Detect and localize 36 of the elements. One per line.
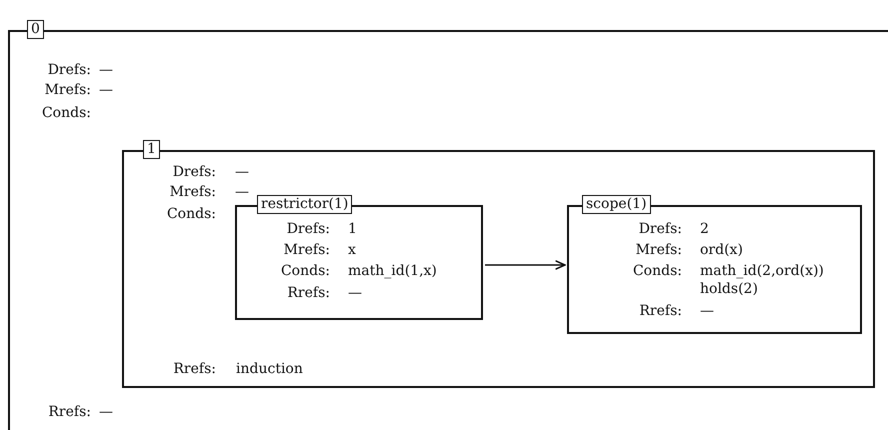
- field-name: Conds:: [166, 205, 216, 223]
- field-name: Drefs:: [46, 61, 91, 79]
- field-name: Conds:: [632, 262, 682, 280]
- field-value: ord(x): [700, 241, 743, 259]
- field-name: Drefs:: [286, 220, 330, 238]
- field-name: Mrefs:: [634, 241, 682, 259]
- field-value: —: [700, 302, 714, 320]
- field-value: —: [348, 284, 362, 302]
- field-name: Rrefs:: [286, 284, 330, 302]
- field-value: math_id(2,ord(x)): [700, 262, 824, 280]
- field-name: Mrefs:: [44, 81, 91, 99]
- box-label: 1: [143, 140, 160, 159]
- field-value: —: [99, 403, 113, 421]
- arrow: [485, 260, 566, 270]
- field-value: —: [235, 183, 249, 201]
- field-value: x: [348, 241, 356, 259]
- field-name: Conds:: [280, 262, 330, 280]
- field-name: Mrefs:: [282, 241, 330, 259]
- field-value: —: [99, 81, 113, 99]
- box-label: restrictor(1): [257, 195, 352, 214]
- box-label: 0: [27, 20, 44, 39]
- box-label: scope(1): [582, 195, 651, 214]
- field-name: Rrefs:: [172, 360, 216, 378]
- field-name: Rrefs:: [638, 302, 682, 320]
- field-value: —: [99, 61, 113, 79]
- field-name: Drefs:: [172, 163, 216, 181]
- field-value: math_id(1,x): [348, 262, 437, 280]
- field-name: Rrefs:: [47, 403, 91, 421]
- field-name: Conds:: [40, 104, 91, 122]
- field-value: 1: [348, 220, 357, 238]
- field-name: Mrefs:: [168, 183, 216, 201]
- field-name: Drefs:: [638, 220, 682, 238]
- field-value: holds(2): [700, 280, 758, 298]
- field-value: 2: [700, 220, 709, 238]
- field-value: induction: [236, 360, 303, 378]
- field-value: —: [235, 163, 249, 181]
